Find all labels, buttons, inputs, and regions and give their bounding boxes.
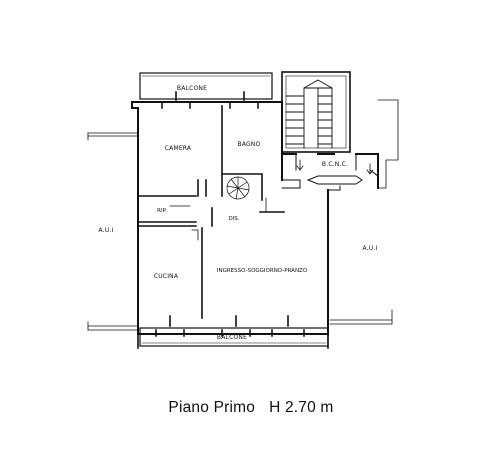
neighbour-outline [87, 99, 399, 331]
label-dis: DIS. [228, 216, 239, 222]
label-camera: CAMERA [165, 145, 192, 152]
label-aui-right: A.U.I [363, 245, 378, 252]
bcnc-corridor [281, 153, 379, 191]
label-cucina: CUCINA [154, 273, 179, 280]
windows-bottom [155, 315, 305, 337]
label-balcone-bottom: BALCONE [217, 334, 247, 341]
apartment-walls [131, 101, 379, 335]
balcone-top-area [139, 72, 273, 100]
label-rip: RIP. [157, 208, 167, 214]
spiral-stair [226, 176, 250, 200]
ceiling-height: H 2.70 m [269, 399, 334, 416]
stairwell [281, 71, 351, 153]
interior-walls [137, 105, 285, 319]
floor-name: Piano Primo [168, 399, 256, 416]
plan-caption: Piano Primo H 2.70 m [0, 399, 502, 417]
label-bcnc: B.C.N.C. [322, 161, 348, 168]
label-balcone-top: BALCONE [177, 85, 207, 92]
windows-top [161, 91, 259, 109]
label-bagno: BAGNO [238, 141, 261, 148]
doors [169, 197, 267, 241]
label-ingresso: INGRESSO-SOGGIORNO-PRANZO [217, 268, 308, 274]
arrow-marks [296, 159, 374, 175]
label-aui-left: A.U.I [99, 227, 114, 234]
balcone-bottom-area [137, 327, 329, 349]
